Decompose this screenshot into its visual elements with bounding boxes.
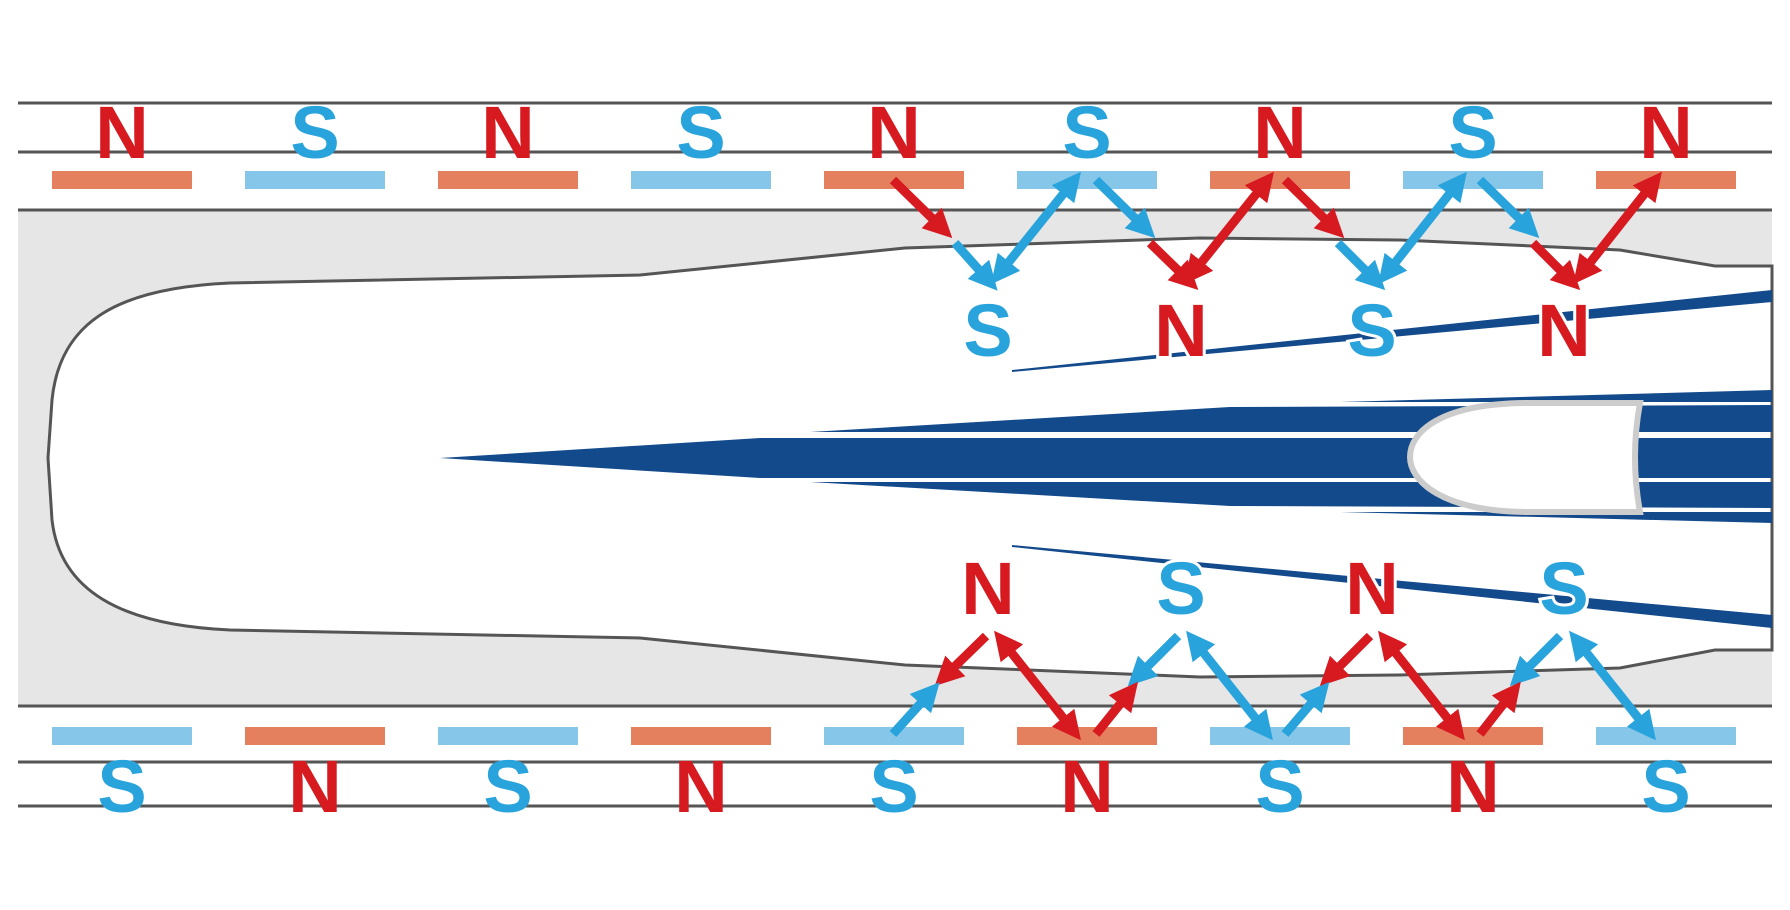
- train-upper-pole-labels: S N S N: [960, 286, 1593, 375]
- south-pole-label: S: [1062, 91, 1111, 174]
- upper-force-arrows: [889, 171, 1662, 291]
- attraction-arrow-icon: [889, 682, 940, 738]
- north-pole-label: N: [1639, 91, 1692, 174]
- south-coil: [245, 171, 385, 189]
- attraction-arrow-icon: [1529, 239, 1581, 291]
- attraction-arrow-icon: [1146, 239, 1199, 291]
- south-pole-label: S: [97, 745, 146, 828]
- north-pole-label: N: [1537, 289, 1590, 372]
- south-coil: [52, 727, 192, 745]
- south-coil: [824, 727, 964, 745]
- south-coil: [438, 727, 578, 745]
- repulsion-arrow-icon: [1573, 171, 1662, 285]
- train-stripe: [1012, 545, 1772, 628]
- guideway-rails: [18, 101, 1772, 808]
- attraction-arrow-icon: [1281, 176, 1345, 239]
- south-pole-label: S: [1539, 547, 1588, 630]
- south-pole-label: S: [869, 745, 918, 828]
- attraction-arrow-icon: [1092, 176, 1156, 239]
- train-stripe: [1012, 290, 1772, 372]
- repulsion-arrow-icon: [1569, 630, 1656, 741]
- attraction-arrow-icon: [934, 632, 990, 687]
- north-coil: [245, 727, 385, 745]
- north-pole-label: N: [1345, 547, 1398, 630]
- lower-force-arrows: [889, 630, 1656, 741]
- north-pole-label: N: [867, 91, 920, 174]
- north-coil: [1017, 727, 1157, 745]
- attraction-arrow-icon: [951, 240, 998, 291]
- north-pole-label: N: [1253, 91, 1306, 174]
- south-coil: [1210, 727, 1350, 745]
- north-coil: [52, 171, 192, 189]
- attraction-arrow-icon: [1476, 176, 1540, 239]
- south-pole-label: S: [676, 91, 725, 174]
- bottom-guideway-labels: S N S N S N S N S: [97, 745, 1690, 828]
- attraction-arrow-icon: [1509, 632, 1564, 687]
- south-pole-label: S: [963, 289, 1012, 372]
- train-cab-window: [1406, 400, 1644, 515]
- repulsion-arrow-icon: [1378, 171, 1467, 285]
- south-pole-label: S: [483, 745, 532, 828]
- attraction-arrow-icon: [889, 176, 953, 239]
- north-coil: [438, 171, 578, 189]
- south-pole-label: S: [1156, 547, 1205, 630]
- north-pole-label: N: [1446, 745, 1499, 828]
- top-guideway-labels: N S N S N S N S N: [95, 91, 1692, 174]
- train-stripe: [1340, 390, 1772, 402]
- attraction-arrow-icon: [1281, 682, 1330, 737]
- north-pole-label: N: [1154, 289, 1207, 372]
- north-pole-label: N: [674, 745, 727, 828]
- north-pole-label: N: [288, 745, 341, 828]
- maglev-train-icon: [440, 290, 1772, 628]
- attraction-arrow-icon: [1476, 681, 1521, 737]
- north-pole-label: N: [95, 91, 148, 174]
- attraction-arrow-icon: [1092, 681, 1139, 737]
- repulsion-arrow-icon: [1186, 630, 1273, 741]
- south-coil: [631, 171, 771, 189]
- north-pole-label: N: [481, 91, 534, 174]
- south-pole-label: S: [290, 91, 339, 174]
- repulsion-arrow-icon: [991, 171, 1081, 285]
- train-stripe: [1340, 512, 1772, 523]
- south-pole-label: S: [1255, 745, 1304, 828]
- south-coil: [1596, 727, 1736, 745]
- north-pole-label: N: [1060, 745, 1113, 828]
- north-coil: [1403, 727, 1543, 745]
- repulsion-arrow-icon: [1184, 171, 1274, 285]
- south-pole-label: S: [1347, 289, 1396, 372]
- south-pole-label: S: [1448, 91, 1497, 174]
- attraction-arrow-icon: [1127, 632, 1182, 687]
- attraction-arrow-icon: [1334, 239, 1386, 291]
- train-lower-pole-labels: N S N S: [958, 544, 1591, 633]
- repulsion-arrow-icon: [1378, 630, 1465, 741]
- north-pole-label: N: [961, 547, 1014, 630]
- south-pole-label: S: [1641, 745, 1690, 828]
- repulsion-arrow-icon: [994, 630, 1081, 741]
- attraction-arrow-icon: [1319, 632, 1374, 687]
- north-coil: [631, 727, 771, 745]
